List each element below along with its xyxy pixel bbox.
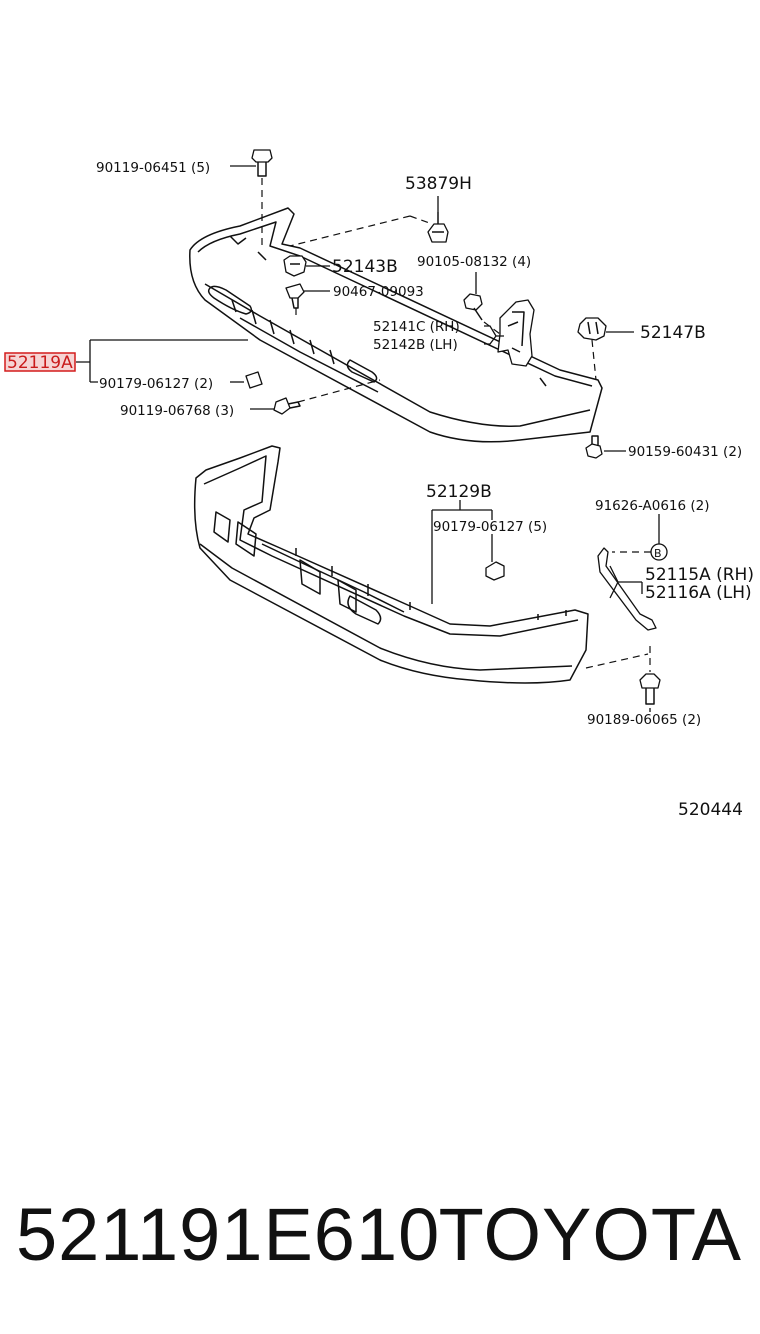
label-52119A-highlighted[interactable]: 52119A [7,353,73,373]
retainer-icon-52143B [283,255,307,277]
label-52142B: 52142B (LH) [373,337,458,353]
label-90467-09093: 90467-09093 [333,284,424,300]
clip-icon-90467-09093 [285,283,305,309]
bracket-icon-52115A [597,547,657,631]
diagram-code: 520444 [678,800,743,820]
nut-icon-90179-06127-lower [485,561,505,581]
label-90179-06127-lower: 90179-06127 (5) [433,519,547,535]
label-52129B: 52129B [426,482,492,502]
label-90179-06127-upper: 90179-06127 (2) [99,376,213,392]
highlight-box-52119A [4,352,76,372]
label-91626-A0616: 91626-A0616 (2) [595,498,710,514]
label-52147B: 52147B [640,323,706,343]
label-52115A: 52115A (RH) [645,565,754,585]
retainer-icon-52147B [577,317,607,341]
clip-icon-53879H [427,212,449,243]
label-52141C: 52141C (RH) [373,319,460,335]
bolt-icon-90189-06065 [639,673,661,705]
bolt-icon-90119-06451 [251,149,273,177]
footer-brand: TOYOTA [438,1193,742,1276]
label-90189-06065: 90189-06065 (2) [587,712,701,728]
part-labels: 90119-06451 (5) 53879H 52143B 90105-0813… [4,160,754,820]
label-52143B: 52143B [332,257,398,277]
label-90105-08132: 90105-08132 (4) [417,254,531,270]
bracket-icon-52141C [497,299,535,367]
label-52116A: 52116A (LH) [645,583,752,603]
footer-part-number: 521191E610 [16,1193,441,1276]
screw-icon-90159-60431 [585,435,603,459]
label-90119-06768: 90119-06768 (3) [120,403,234,419]
bumper-cover-upper [189,207,603,443]
label-90159-60431: 90159-60431 (2) [628,444,742,460]
bolt-icon-90119-06768 [273,397,301,415]
label-90119-06451: 90119-06451 (5) [96,160,210,176]
leader-lines [76,165,660,712]
bolt-icon-90105-08132 [463,293,483,321]
footer: 521191E610 TOYOTA [0,1190,760,1280]
nut-icon-90179-06127-upper [245,371,263,389]
label-53879H: 53879H [405,174,472,194]
washer-letter: B [654,547,662,560]
bumper-lower-spoiler [193,445,589,684]
